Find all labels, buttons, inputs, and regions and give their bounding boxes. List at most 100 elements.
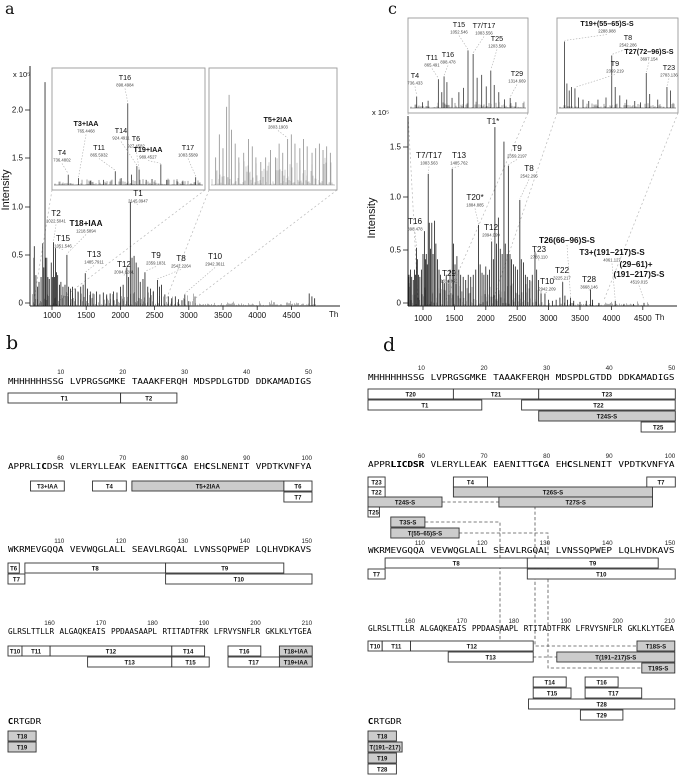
svg-text:2359.2197: 2359.2197	[507, 154, 527, 159]
panel-a-x-unit-label: Th	[329, 310, 339, 319]
svg-text:T18+IAA: T18+IAA	[70, 219, 103, 228]
svg-text:2359.1831: 2359.1831	[146, 261, 166, 266]
peptide-bar-T18+IAA	[278, 645, 313, 657]
svg-text:T7: T7	[13, 577, 21, 583]
panel-c-letter: c	[388, 0, 397, 18]
svg-text:3697.154: 3697.154	[640, 57, 658, 62]
svg-text:2.0: 2.0	[12, 106, 24, 115]
zoom-inset	[51, 67, 206, 191]
peptide-bar-T18S-S	[636, 640, 676, 652]
svg-text:T5+2IAA: T5+2IAA	[196, 484, 221, 490]
sequence-block: DDKAMADIGS	[618, 373, 674, 382]
svg-text:1203.569: 1203.569	[488, 44, 506, 49]
svg-text:T16: T16	[442, 50, 454, 59]
svg-text:190: 190	[199, 620, 210, 627]
svg-text:T7: T7	[373, 572, 381, 578]
svg-text:927.4582: 927.4582	[127, 144, 145, 149]
svg-text:2542.286: 2542.286	[619, 43, 637, 48]
svg-text:T1: T1	[133, 189, 143, 198]
svg-text:T17: T17	[182, 143, 194, 152]
svg-text:1.0: 1.0	[390, 193, 402, 202]
svg-text:1500: 1500	[446, 314, 464, 323]
svg-text:T3S-S: T3S-S	[399, 520, 416, 526]
disulfide-connector	[459, 532, 642, 669]
svg-text:T4: T4	[467, 480, 475, 486]
svg-text:1884.885: 1884.885	[466, 203, 484, 208]
peptide-bar-T19	[7, 741, 37, 753]
svg-text:T12: T12	[467, 644, 478, 650]
svg-text:2942.209: 2942.209	[538, 287, 556, 292]
svg-text:200: 200	[250, 620, 261, 627]
sequence-block: VPDTKVNFYA	[618, 460, 674, 469]
peptide-bar-T19+IAA	[278, 656, 313, 668]
svg-text:T19: T19	[17, 745, 28, 751]
svg-text:T16: T16	[596, 680, 607, 686]
svg-text:70: 70	[480, 453, 488, 460]
svg-text:T6: T6	[294, 484, 302, 490]
panel-a-scale-label: x 10⁵	[13, 70, 31, 79]
svg-text:T10: T10	[370, 644, 381, 650]
peptide-bar-T16	[584, 676, 619, 688]
svg-text:T18: T18	[17, 734, 28, 740]
panel-c-y-axis-title: Intensity	[366, 197, 378, 239]
svg-text:180: 180	[509, 618, 520, 625]
peptide-bar-T(55–65)S-S	[390, 527, 460, 539]
peptide-bar-T24S-S	[367, 496, 443, 508]
svg-text:T7/T17: T7/T17	[416, 151, 442, 160]
sequence-block: WKRMEVGQQA	[368, 546, 424, 555]
svg-text:T15: T15	[547, 691, 558, 697]
sequence-block: ALGAQKEAIS	[59, 627, 105, 636]
svg-text:T28: T28	[582, 275, 597, 284]
svg-text:C: C	[567, 460, 572, 469]
svg-text:2942.3611: 2942.3611	[205, 262, 225, 267]
peptide-bar-T23	[538, 388, 676, 400]
sequence-block: GLRSLTTLLR	[368, 624, 415, 633]
svg-text:1.5: 1.5	[390, 143, 402, 152]
svg-text:0.5: 0.5	[12, 251, 24, 260]
svg-text:70: 70	[119, 455, 127, 462]
svg-text:C: C	[42, 462, 47, 471]
svg-text:90: 90	[606, 453, 614, 460]
sequence-block: PPDAASAAPL	[472, 624, 519, 633]
svg-text:T29: T29	[442, 269, 457, 278]
svg-text:T12: T12	[117, 260, 132, 269]
svg-text:T1: T1	[61, 396, 69, 402]
svg-text:1218.5894: 1218.5894	[76, 229, 96, 234]
sequence-block: LFRVYSNFLR	[576, 624, 623, 633]
svg-text:T26(66–96)S-S: T26(66–96)S-S	[539, 236, 596, 245]
svg-text:T20: T20	[406, 392, 417, 398]
svg-text:T4: T4	[411, 71, 419, 80]
sequence-block: VEVWQGLALL	[70, 545, 126, 554]
svg-text:2783.110: 2783.110	[530, 255, 548, 260]
svg-text:736.433: 736.433	[407, 81, 423, 86]
peptide-bar-T25	[640, 421, 676, 433]
sequence-block: RTITADTFRK	[524, 624, 571, 633]
sequence-block: LVPRGSGMKE	[431, 373, 487, 382]
svg-text:0: 0	[19, 299, 24, 308]
peptide-bar-T19	[367, 752, 397, 764]
svg-text:1.0: 1.0	[12, 203, 24, 212]
inset-connector	[33, 189, 53, 301]
svg-text:898.4984: 898.4984	[116, 83, 134, 88]
svg-text:T11: T11	[93, 143, 105, 152]
svg-text:170: 170	[96, 620, 107, 627]
svg-text:865.491: 865.491	[424, 63, 440, 68]
svg-text:10: 10	[57, 369, 65, 376]
svg-text:898.478: 898.478	[407, 227, 423, 232]
svg-text:T7: T7	[294, 495, 302, 501]
peptide-bar-T9	[526, 557, 659, 569]
svg-text:1485.762: 1485.762	[450, 161, 468, 166]
svg-text:T8: T8	[524, 164, 534, 173]
svg-text:110: 110	[415, 540, 426, 547]
sequence-block: PPDAASAAPL	[111, 627, 157, 636]
svg-text:3000: 3000	[180, 311, 198, 320]
svg-text:T15: T15	[185, 660, 196, 666]
sequence-block: VPDTKVNFYA	[256, 462, 312, 471]
svg-text:4500: 4500	[283, 311, 301, 320]
svg-text:1051.546: 1051.546	[54, 244, 72, 249]
svg-text:T25: T25	[491, 34, 503, 43]
svg-text:210: 210	[664, 618, 675, 625]
svg-text:40: 40	[243, 369, 251, 376]
sequence-block: RTITADTFRK	[162, 627, 208, 636]
